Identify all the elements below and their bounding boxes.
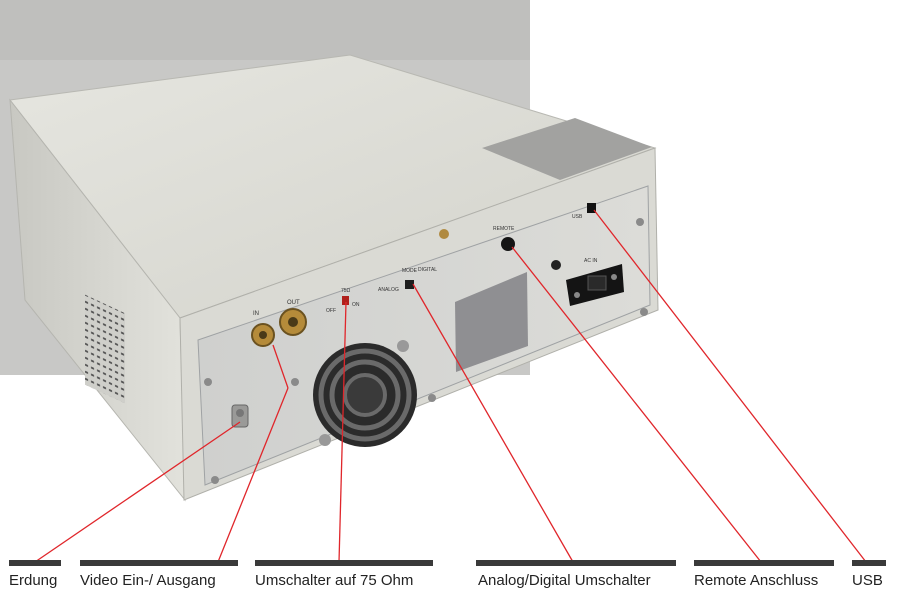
- leader-line-video: [217, 387, 289, 563]
- leader-line-video-branch: [272, 344, 289, 389]
- leader-line-erdung: [34, 421, 241, 563]
- remote-jack: [501, 237, 515, 251]
- label-bar-remote: [694, 560, 834, 566]
- label-bar-analog-digital: [476, 560, 676, 566]
- callout-label-erdung: Erdung: [9, 572, 58, 589]
- bnc-out-text: OUT: [287, 300, 300, 306]
- cooling-fan: [313, 340, 417, 447]
- label-bar-erdung: [9, 560, 61, 566]
- bnc-in-connector: [251, 323, 275, 347]
- ac-power-inlet: [566, 264, 624, 306]
- ground-terminal: [231, 404, 249, 428]
- leader-line-analog-digital: [412, 283, 574, 563]
- top-label-patch: [482, 118, 652, 180]
- ac-in-text: AC IN: [584, 258, 598, 264]
- mode-text: MODE: [402, 268, 418, 274]
- callout-label-usb: USB: [852, 572, 883, 589]
- usb-text: USB: [572, 214, 583, 220]
- switch-75-text: 75Ω: [341, 288, 351, 294]
- bnc-out-connector: [279, 308, 307, 336]
- leader-line-usb: [593, 209, 867, 563]
- mode-switch: [405, 280, 414, 289]
- callout-label-video: Video Ein-/ Ausgang: [80, 572, 216, 589]
- panel-window: [455, 272, 528, 372]
- leader-lines: [34, 209, 867, 563]
- callout-label-75ohm: Umschalter auf 75 Ohm: [255, 572, 414, 589]
- remote-text: REMOTE: [493, 226, 515, 232]
- usb-port: [587, 203, 596, 213]
- leader-line-75ohm: [338, 301, 347, 563]
- label-bar-usb: [852, 560, 886, 566]
- analog-text: ANALOG: [378, 287, 399, 293]
- switch-on-text: ON: [352, 302, 360, 308]
- switch-off-text: OFF: [326, 308, 336, 314]
- digital-text: DIGITAL: [418, 267, 437, 273]
- bnc-in-text: IN: [253, 311, 259, 317]
- ohm-switch: [342, 296, 349, 305]
- label-bar-video: [80, 560, 238, 566]
- leader-line-remote: [511, 246, 762, 563]
- callout-label-remote: Remote Anschluss: [694, 572, 819, 589]
- label-bar-75ohm: [255, 560, 433, 566]
- callout-label-analog-digital: Analog/Digital Umschalter: [478, 572, 651, 589]
- back-panel-plate: [197, 185, 651, 486]
